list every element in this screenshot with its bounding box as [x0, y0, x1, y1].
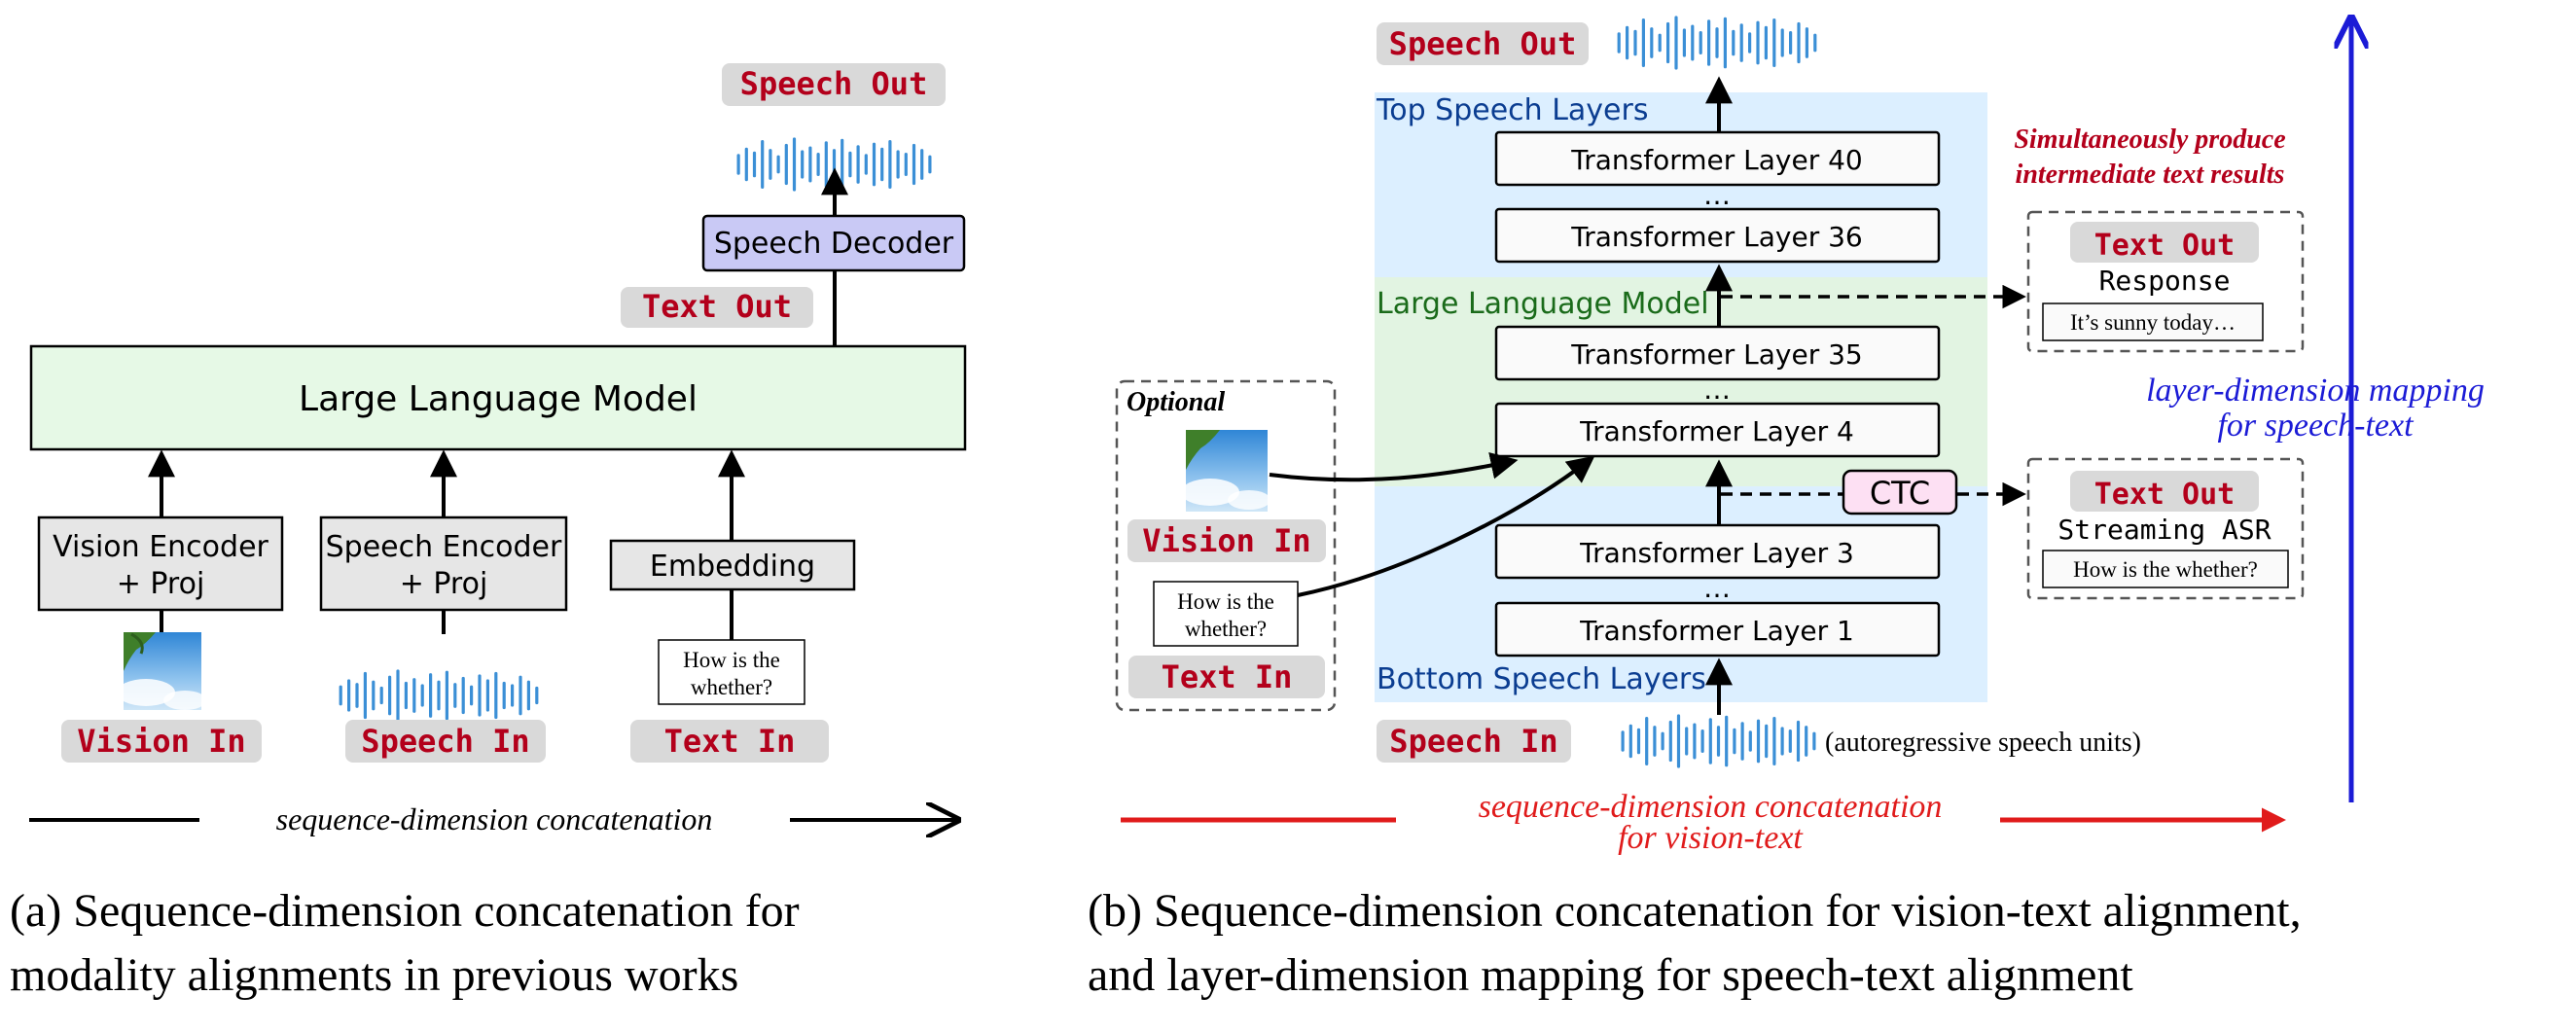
- ellipsis-2: …: [1703, 373, 1731, 406]
- asr-text-box: [2042, 550, 2289, 588]
- speech-units-note: (autoregressive speech units): [1825, 728, 2141, 758]
- bottom-speech-region: [1375, 486, 1987, 702]
- layer-3-label: Transformer Layer 3: [1579, 537, 1854, 569]
- layer-3: Transformer Layer 3: [1494, 523, 1941, 580]
- layer-40-label: Transformer Layer 40: [1570, 144, 1863, 176]
- b-speech-out-waveform: [1617, 16, 1817, 70]
- seq-axis-label: sequence-dimension concatenation: [276, 801, 713, 836]
- panel-a: Speech Out Speech Decoder Text Out Large…: [10, 63, 967, 1001]
- b-text-out-2-bg: [2070, 471, 2259, 512]
- layer-mapping-line1: layer-dimension mapping: [2146, 373, 2485, 409]
- top-speech-layers-label: Top Speech Layers: [1376, 93, 1648, 127]
- text-out-label-bg: [621, 287, 813, 328]
- text-to-layer4-curve: [1297, 455, 1595, 597]
- speech-decoder-label: Speech Decoder: [714, 227, 954, 261]
- vision-in-image: [117, 632, 206, 710]
- b-vision-in-label: Vision In: [1142, 522, 1310, 559]
- b-text-prompt-line1: How is the: [1177, 589, 1274, 614]
- layer-36-label: Transformer Layer 36: [1570, 221, 1863, 253]
- b-speech-in-waveform: [1621, 714, 1816, 768]
- seq-concat-line2: for vision-text: [1618, 820, 1804, 856]
- embedding-label: Embedding: [650, 550, 815, 584]
- layer-4-label: Transformer Layer 4: [1579, 415, 1854, 447]
- text-out-label: Text Out: [642, 288, 792, 325]
- text-in-label-bg: [630, 720, 829, 763]
- b-text-out-2-label: Text Out: [2094, 478, 2236, 512]
- simultaneous-line1: Simultaneously produce: [2014, 124, 2285, 155]
- b-text-out-1-label: Text Out: [2094, 229, 2236, 263]
- speech-encoder-line1: Speech Encoder: [326, 530, 562, 564]
- text-in-label: Text In: [664, 723, 796, 760]
- vision-in-label-bg: [61, 720, 262, 763]
- b-text-prompt-box: [1153, 581, 1299, 647]
- b-speech-in-label: Speech In: [1389, 723, 1557, 760]
- text-prompt-line1: How is the: [683, 648, 780, 672]
- caption-b-line1: (b) Sequence-dimension concatenation for…: [1088, 885, 2302, 937]
- ctc-box: [1842, 469, 1958, 516]
- b-text-in-label-bg: [1128, 656, 1325, 698]
- llm-box: [29, 344, 967, 451]
- seq-concat-line1: sequence-dimension concatenation: [1479, 789, 1943, 825]
- vision-to-layer4-curve: [1269, 451, 1519, 482]
- speech-encoder-line2: + Proj: [400, 567, 488, 601]
- text-prompt-box: [658, 639, 805, 705]
- caption-a-line1: (a) Sequence-dimension concatenation for: [10, 885, 800, 937]
- b-speech-out-label: Speech Out: [1389, 25, 1577, 62]
- layer-mapping-line2: for speech-text: [2217, 408, 2415, 444]
- bottom-speech-layers-label: Bottom Speech Layers: [1377, 662, 1706, 696]
- panel-b: Top Speech Layers Large Language Model B…: [1088, 18, 2485, 1001]
- vision-encoder-line1: Vision Encoder: [53, 530, 268, 564]
- optional-label: Optional: [1127, 387, 1225, 417]
- b-vision-in-image: [1181, 430, 1270, 512]
- layer-1-label: Transformer Layer 1: [1579, 615, 1854, 647]
- b-text-in-label: Text In: [1162, 658, 1293, 695]
- text-prompt-line2: whether?: [691, 675, 772, 699]
- b-text-prompt-line2: whether?: [1185, 617, 1267, 641]
- speech-in-waveform: [339, 669, 539, 722]
- speech-out-label: Speech Out: [740, 65, 928, 102]
- simultaneous-line2: intermediate text results: [2016, 160, 2285, 190]
- response-text: It’s sunny today…: [2070, 310, 2236, 335]
- speech-encoder-box: [319, 516, 568, 612]
- vision-in-label: Vision In: [77, 723, 245, 760]
- speech-out-label-bg: [722, 63, 946, 106]
- caption-b-line2: and layer-dimension mapping for speech-t…: [1088, 949, 2133, 1001]
- asr-text: How is the whether?: [2073, 557, 2258, 582]
- llm-label: Large Language Model: [299, 379, 698, 419]
- vision-encoder-line2: + Proj: [117, 567, 205, 601]
- caption-a-line2: modality alignments in previous works: [10, 949, 738, 1001]
- layer-4: Transformer Layer 4: [1494, 402, 1941, 458]
- streaming-asr-label: Streaming ASR: [2057, 514, 2271, 546]
- layer-35-label: Transformer Layer 35: [1570, 338, 1863, 371]
- llm-region-label: Large Language Model: [1377, 287, 1709, 321]
- layer-36: Transformer Layer 36: [1494, 207, 1941, 264]
- b-vision-in-label-bg: [1127, 519, 1326, 562]
- b-text-out-1-bg: [2070, 222, 2259, 263]
- ellipsis-3: …: [1703, 572, 1731, 604]
- b-speech-in-label-bg: [1377, 720, 1571, 763]
- speech-in-label: Speech In: [361, 723, 529, 760]
- speech-in-label-bg: [345, 720, 546, 763]
- b-speech-out-label-bg: [1377, 22, 1589, 65]
- ctc-label: CTC: [1870, 475, 1930, 512]
- layer-40: Transformer Layer 40: [1494, 130, 1941, 187]
- ellipsis-1: …: [1703, 179, 1731, 211]
- response-text-box: [2042, 302, 2264, 341]
- response-label: Response: [2099, 265, 2231, 297]
- layer-35: Transformer Layer 35: [1494, 325, 1941, 381]
- layer-1: Transformer Layer 1: [1494, 601, 1941, 658]
